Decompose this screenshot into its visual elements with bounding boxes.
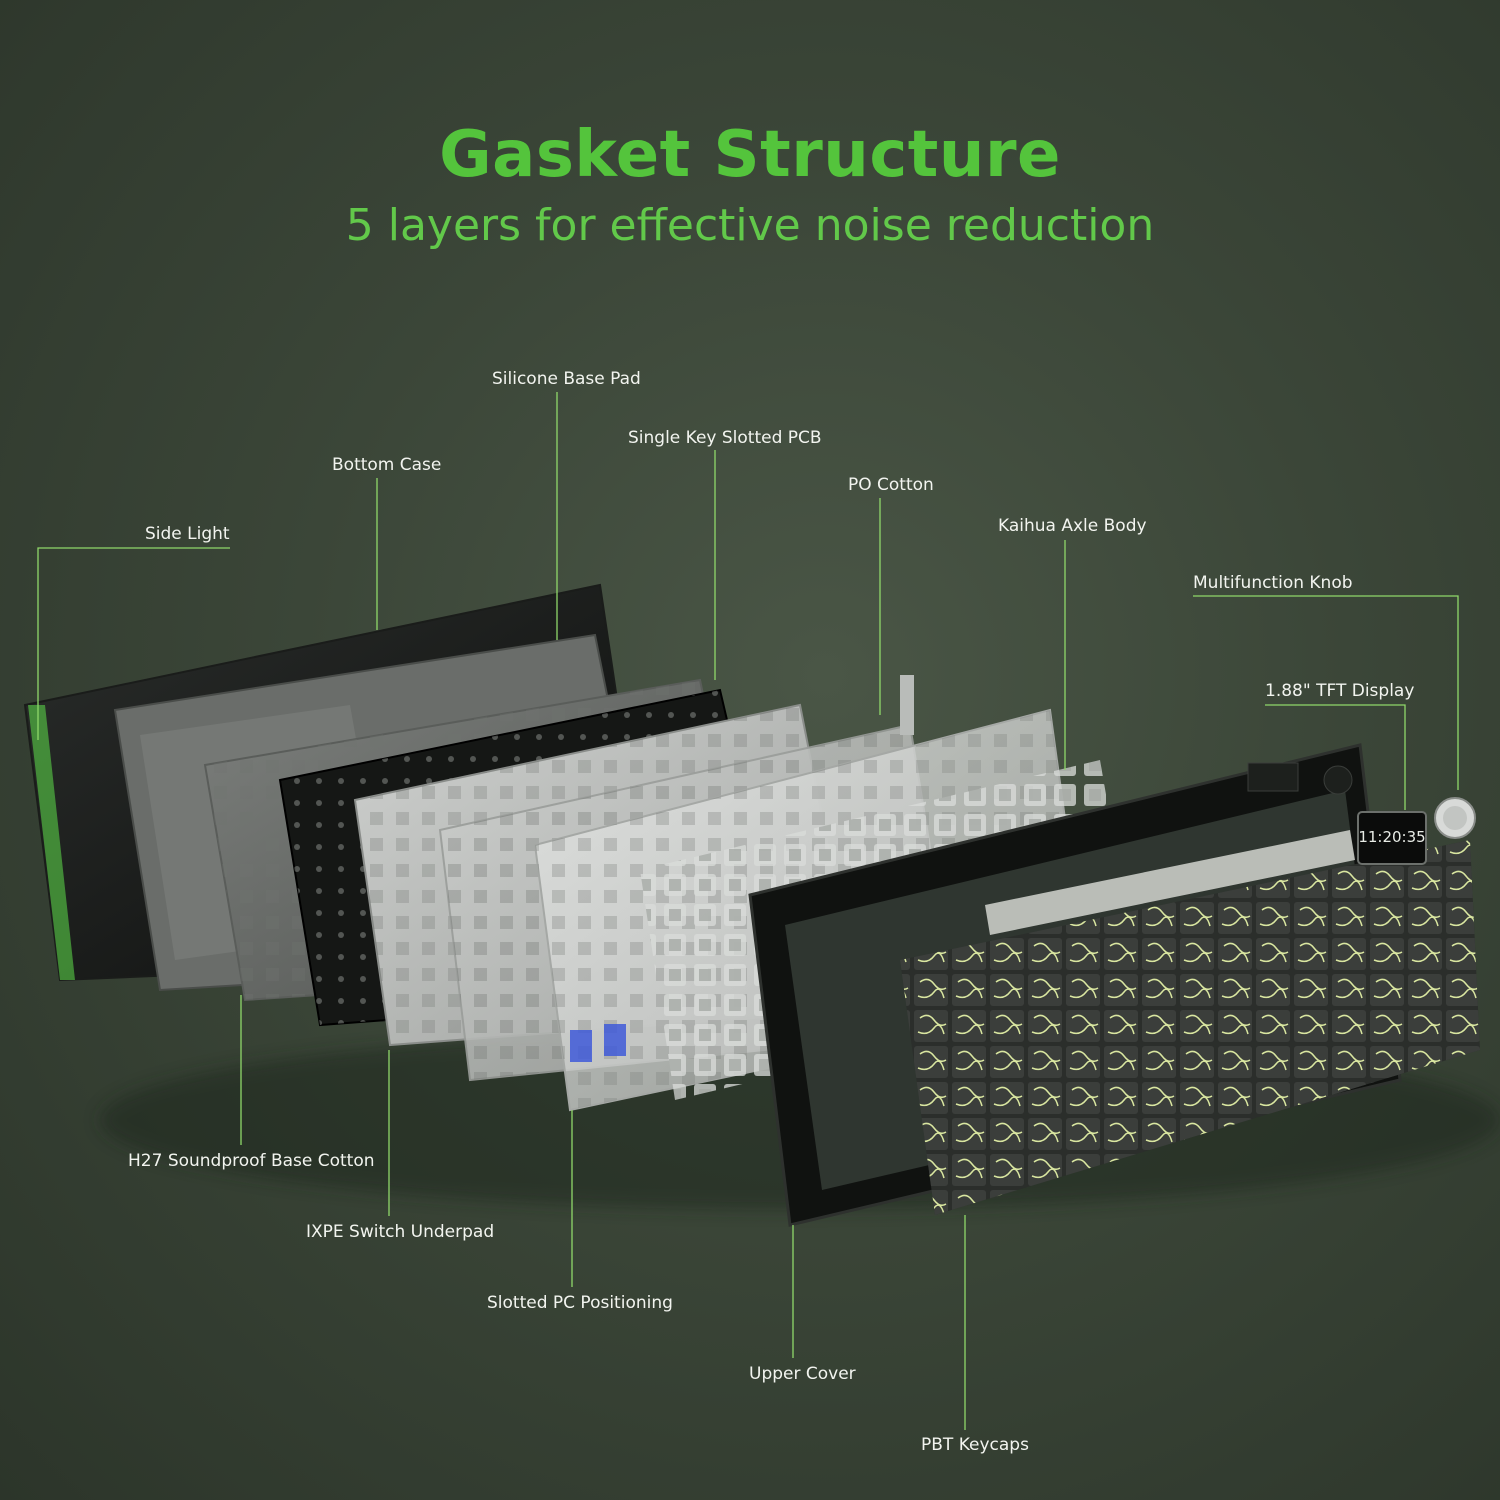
label-pbt-keycaps: PBT Keycaps — [921, 1435, 1029, 1455]
label-kaihua-axle-body: Kaihua Axle Body — [998, 516, 1147, 536]
leader-lines — [37, 392, 1459, 1430]
label-bottom-case: Bottom Case — [332, 455, 442, 475]
side-light-strip — [28, 705, 75, 980]
multifunction-knob — [1434, 797, 1476, 839]
label-multifunction-knob: Multifunction Knob — [1193, 573, 1353, 593]
label-tft-display: 1.88" TFT Display — [1265, 681, 1415, 701]
clock-readout: 11:20:35 — [1358, 828, 1425, 846]
leader-multifunction-knob — [1193, 595, 1459, 790]
label-silicone-base-pad: Silicone Base Pad — [492, 369, 641, 389]
keycaps-layer — [900, 830, 1480, 1215]
label-single-key-slotted-pcb: Single Key Slotted PCB — [628, 428, 822, 448]
leader-side-light — [37, 547, 230, 740]
page-title: Gasket Structure — [439, 118, 1061, 192]
label-side-light: Side Light — [145, 524, 230, 544]
label-slotted-pc-positioning: Slotted PC Positioning — [487, 1293, 673, 1313]
label-ixpe-switch-underpad: IXPE Switch Underpad — [306, 1222, 495, 1242]
tft-display: 11:20:35 — [1357, 811, 1427, 865]
label-h27-soundproof-base-cotton: H27 Soundproof Base Cotton — [128, 1151, 375, 1171]
leader-tft-display — [1265, 704, 1406, 810]
label-upper-cover: Upper Cover — [749, 1364, 856, 1384]
page-subtitle: 5 layers for effective noise reduction — [345, 200, 1155, 251]
label-po-cotton: PO Cotton — [848, 475, 934, 495]
